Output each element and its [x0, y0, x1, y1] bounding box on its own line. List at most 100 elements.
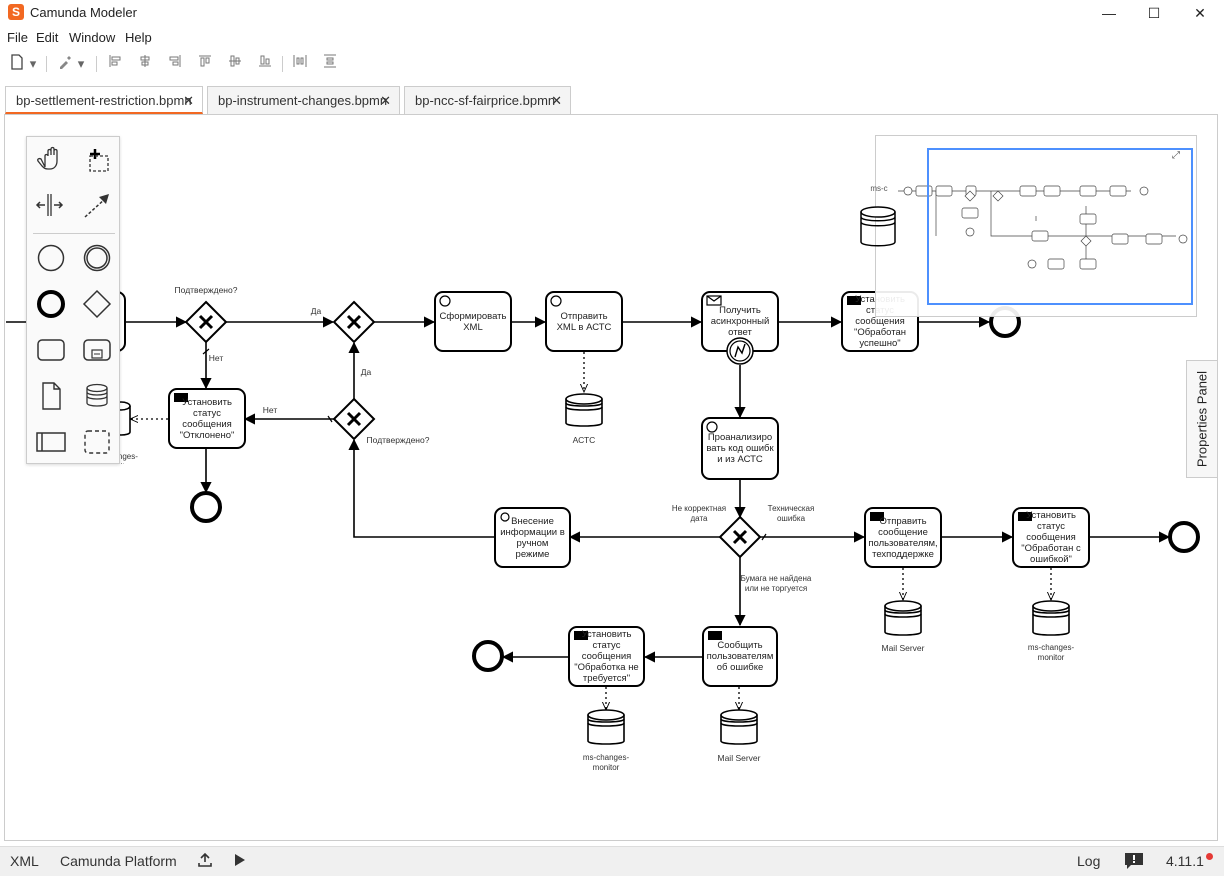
minimap-toggle-icon[interactable]: ⤢	[1172, 150, 1180, 161]
gateway-icon[interactable]	[77, 284, 117, 324]
group-icon[interactable]	[77, 422, 117, 462]
send-task-envelope-icon	[574, 631, 588, 640]
end-event[interactable]	[1168, 521, 1200, 553]
menu-file[interactable]: File	[7, 30, 28, 45]
task-notify-users[interactable]	[702, 626, 778, 687]
data-store-mail-server[interactable]	[720, 709, 758, 745]
task-label: Установить статус сообщения "Обработан с…	[1021, 510, 1081, 565]
task-set-status-error[interactable]	[1012, 507, 1090, 568]
tab-ncc-sf-fairprice[interactable]: bp-ncc-sf-fairprice.bpmn ✕	[404, 86, 571, 114]
minimap-viewport[interactable]	[927, 148, 1193, 305]
align-right-icon[interactable]	[164, 54, 186, 74]
align-left-icon[interactable]	[104, 54, 126, 74]
task-send-to-support[interactable]	[864, 507, 942, 568]
data-object-icon[interactable]	[31, 376, 71, 416]
hand-tool-icon[interactable]	[31, 139, 71, 179]
end-event[interactable]	[190, 491, 222, 523]
task-form-xml[interactable]	[434, 291, 512, 352]
exclusive-gateway[interactable]	[184, 300, 228, 344]
send-task-envelope-icon	[870, 512, 884, 521]
data-store-label: ms-changes-monitor	[1027, 643, 1075, 662]
tab-bar: bp-settlement-restriction.bpmn ✕ bp-inst…	[0, 86, 1224, 114]
flow-label: Не корректная дата	[671, 504, 727, 523]
task-label: Внесение информации в ручном режиме	[500, 515, 565, 560]
data-store-ms-changes-monitor[interactable]	[587, 709, 625, 745]
toolbar-divider	[282, 56, 283, 72]
service-task-gear-icon	[439, 295, 451, 307]
properties-panel-toggle[interactable]: Properties Panel	[1186, 360, 1218, 478]
send-task-envelope-icon	[708, 631, 722, 640]
properties-panel-label: Properties Panel	[1194, 370, 1210, 468]
update-notification-badge	[1206, 853, 1213, 860]
tab-instrument-changes[interactable]: bp-instrument-changes.bpmn ✕	[207, 86, 400, 114]
start-event-icon[interactable]	[31, 238, 71, 278]
task-analyze-error[interactable]	[701, 417, 779, 480]
end-event-icon[interactable]	[31, 284, 71, 324]
minimize-icon[interactable]: —	[1102, 5, 1116, 21]
flow-label-no: Нет	[263, 405, 278, 415]
tab-label: bp-ncc-sf-fairprice.bpmn	[415, 93, 556, 108]
align-center-icon[interactable]	[134, 54, 156, 74]
task-set-status-rejected[interactable]	[168, 388, 246, 449]
intermediate-event-icon[interactable]	[77, 238, 117, 278]
error-boundary-event[interactable]	[726, 337, 754, 365]
service-task-gear-icon	[550, 295, 562, 307]
data-store-astc[interactable]	[565, 393, 603, 427]
data-store-ms-changes-monitor[interactable]	[1032, 600, 1070, 636]
send-task-envelope-icon	[847, 296, 861, 305]
close-tab-icon[interactable]: ✕	[380, 93, 391, 108]
task-set-status-not-required[interactable]	[568, 626, 645, 687]
end-event[interactable]	[472, 640, 504, 672]
new-file-dropdown-icon[interactable]: ▾	[29, 56, 37, 71]
menu-bar: File Edit Window Help	[0, 28, 1224, 48]
align-top-icon[interactable]	[194, 54, 216, 74]
camunda-logo-icon: S	[8, 4, 24, 20]
execution-platform-button[interactable]: Camunda Platform	[60, 853, 177, 869]
task-icon[interactable]	[31, 330, 71, 370]
close-tab-icon[interactable]: ✕	[183, 93, 194, 108]
service-task-gear-icon	[706, 421, 718, 433]
menu-edit[interactable]: Edit	[36, 30, 59, 45]
close-tab-icon[interactable]: ✕	[551, 93, 562, 108]
tab-settlement-restriction[interactable]: bp-settlement-restriction.bpmn ✕	[5, 86, 203, 114]
log-button[interactable]: Log	[1077, 853, 1101, 869]
distribute-horizontal-icon[interactable]	[289, 54, 311, 74]
align-bottom-icon[interactable]	[254, 54, 276, 74]
send-task-envelope-icon	[174, 393, 188, 402]
close-window-icon[interactable]: ✕	[1194, 5, 1206, 21]
menu-window[interactable]: Window	[69, 30, 116, 45]
task-manual-entry[interactable]	[494, 507, 571, 568]
pool-icon[interactable]	[31, 422, 71, 462]
data-store-icon[interactable]	[77, 376, 117, 416]
palette-divider	[33, 233, 115, 234]
flow-label-yes: Да	[361, 367, 372, 377]
color-dropdown-icon[interactable]: ▾	[77, 56, 85, 71]
maximize-icon[interactable]: ☐	[1147, 5, 1161, 21]
exclusive-gateway[interactable]	[332, 300, 376, 344]
start-instance-icon[interactable]	[231, 852, 247, 871]
xml-view-button[interactable]: XML	[10, 853, 39, 869]
distribute-vertical-icon[interactable]	[319, 54, 341, 74]
space-tool-icon[interactable]	[31, 185, 71, 225]
menu-help[interactable]: Help	[125, 30, 152, 45]
feedback-icon[interactable]	[1124, 852, 1144, 873]
lasso-tool-icon[interactable]	[77, 139, 117, 179]
data-store-label: Mail Server	[882, 643, 925, 653]
exclusive-gateway[interactable]	[332, 397, 376, 441]
sequence-flow[interactable]	[348, 438, 495, 538]
minimap[interactable]: ms-c ⤢	[860, 135, 1197, 317]
exclusive-gateway[interactable]	[718, 515, 762, 559]
subprocess-icon[interactable]	[77, 330, 117, 370]
title-bar: S Camunda Modeler — ☐ ✕	[0, 0, 1224, 26]
global-connect-tool-icon[interactable]	[77, 185, 117, 225]
task-label: Отправить сообщение пользователям, техпо…	[868, 515, 938, 560]
new-file-icon[interactable]	[6, 54, 28, 74]
task-send-xml[interactable]	[545, 291, 623, 352]
gateway-label: Подтверждено?	[175, 285, 238, 295]
deploy-icon[interactable]	[197, 852, 213, 871]
version-label[interactable]: 4.11.1	[1166, 853, 1204, 869]
align-middle-icon[interactable]	[224, 54, 246, 74]
data-store-mail-server[interactable]	[884, 600, 922, 636]
send-task-envelope-icon	[1018, 512, 1032, 521]
color-brush-icon[interactable]	[54, 54, 76, 74]
